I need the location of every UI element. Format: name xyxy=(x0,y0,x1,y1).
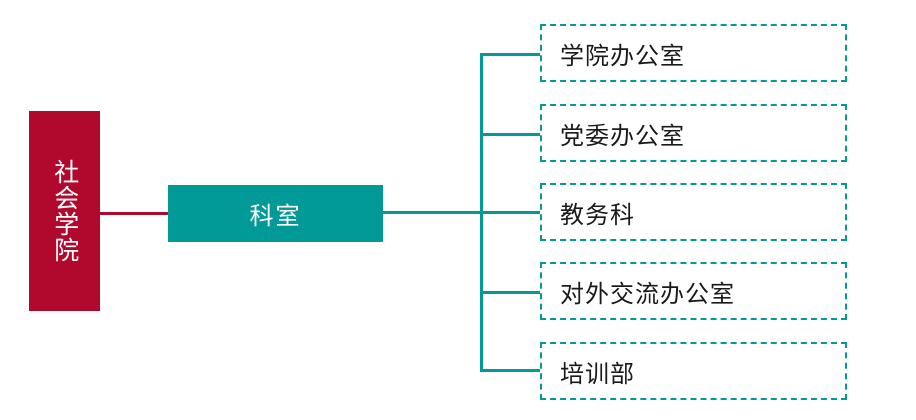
branch-node-departments[interactable]: 科室 xyxy=(168,185,383,242)
leaf-node-label: 教务科 xyxy=(560,200,635,229)
connector-root-to-branch xyxy=(100,212,168,215)
connector-trunk-horizontal xyxy=(383,211,483,214)
leaf-node-3[interactable]: 教务科 xyxy=(540,183,847,241)
branch-node-label: 科室 xyxy=(249,202,302,230)
leaf-node-label: 学院办公室 xyxy=(560,41,685,70)
leaf-node-5[interactable]: 培训部 xyxy=(540,342,847,400)
leaf-node-2[interactable]: 党委办公室 xyxy=(540,104,847,162)
leaf-node-label: 培训部 xyxy=(560,359,635,388)
connector-leaf-4 xyxy=(480,291,540,294)
connector-leaf-2 xyxy=(480,133,540,136)
root-node-label: 社会学院 xyxy=(50,159,80,263)
leaf-node-1[interactable]: 学院办公室 xyxy=(540,24,847,82)
leaf-node-label: 对外交流办公室 xyxy=(560,279,735,308)
root-node-college[interactable]: 社会学院 xyxy=(29,111,100,311)
connector-leaf-3 xyxy=(480,211,540,214)
leaf-node-label: 党委办公室 xyxy=(560,121,685,150)
leaf-node-4[interactable]: 对外交流办公室 xyxy=(540,262,847,320)
connector-leaf-5 xyxy=(480,369,540,372)
connector-leaf-1 xyxy=(480,53,540,56)
